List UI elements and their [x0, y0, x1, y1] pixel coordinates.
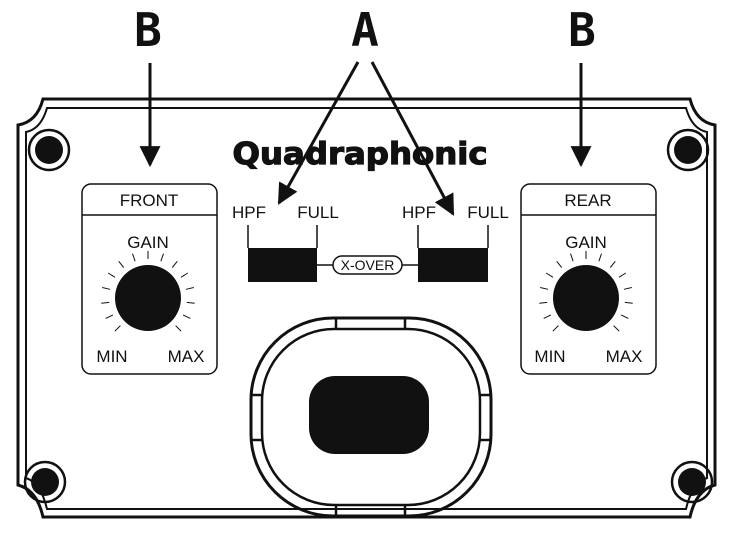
callout-a: A — [351, 3, 379, 57]
gain-scale-tick — [543, 314, 552, 319]
rear-title: REAR — [564, 191, 611, 210]
screw-bottom-left — [23, 460, 67, 504]
gain-scale-tick — [613, 325, 620, 332]
gain-scale-tick — [556, 260, 563, 268]
speaker-port — [249, 316, 493, 518]
gain-scale-tick — [618, 272, 627, 278]
screw-top-right — [666, 128, 710, 172]
gain-scale-tick — [186, 301, 195, 304]
arrow-a-left — [277, 61, 360, 205]
screw-bottom-right — [670, 460, 714, 504]
brand-logo: Quadraphonic — [233, 137, 488, 172]
gain-scale-tick — [182, 314, 191, 319]
front-gain-label: GAIN — [127, 233, 169, 252]
port-opening — [309, 376, 429, 454]
callout-b-right: B — [568, 3, 596, 57]
xover-label: X-OVER — [341, 257, 395, 273]
front-section-frame — [81, 183, 218, 375]
arrow-a-right — [370, 61, 455, 216]
front-hpf-label: HPF — [232, 203, 266, 222]
rear-hpf-label: HPF — [402, 203, 436, 222]
xover-label-badge — [332, 255, 403, 275]
rear-section-frame — [520, 183, 657, 375]
gain-scale-tick — [118, 260, 125, 268]
front-title: FRONT — [120, 191, 179, 210]
port-outer-ring — [249, 316, 493, 518]
rear-full-label: FULL — [467, 203, 509, 222]
gain-scale-tick — [623, 287, 632, 290]
gain-scale-tick — [175, 325, 182, 332]
gain-scale-tick — [540, 287, 549, 290]
panel-inner-outline — [25, 107, 708, 510]
gain-scale-tick — [107, 272, 116, 278]
gain-scale-tick — [105, 314, 114, 319]
gain-scale-tick — [570, 253, 574, 262]
front-max-label: MAX — [168, 347, 205, 366]
gain-scale-tick — [160, 253, 164, 262]
callout-b-left: B — [134, 3, 162, 57]
rear-crossover-switch[interactable] — [418, 248, 488, 282]
front-min-label: MIN — [96, 347, 127, 366]
front-gain-knob[interactable] — [115, 265, 181, 331]
panel-outline — [16, 97, 717, 519]
front-gain-scale-ticks — [101, 251, 195, 332]
rear-min-label: MIN — [534, 347, 565, 366]
crossover-section: HPF FULL HPF FULL X-OVER — [232, 203, 509, 282]
front-gain-section: FRONT GAIN MIN MAX — [81, 183, 218, 375]
front-crossover-switch[interactable] — [248, 248, 317, 282]
front-full-label: FULL — [297, 203, 339, 222]
rear-gain-section: REAR GAIN MIN MAX — [520, 183, 657, 375]
gain-scale-tick — [185, 287, 194, 290]
gain-scale-tick — [171, 260, 178, 268]
rear-max-label: MAX — [606, 347, 643, 366]
gain-scale-tick — [598, 253, 602, 262]
gain-scale-tick — [539, 301, 548, 304]
rear-gain-knob[interactable] — [553, 265, 619, 331]
gain-scale-tick — [620, 314, 629, 319]
gain-scale-tick — [132, 253, 136, 262]
gain-scale-tick — [552, 325, 559, 332]
gain-scale-tick — [180, 272, 189, 278]
gain-scale-tick — [102, 287, 111, 290]
rear-gain-label: GAIN — [565, 233, 607, 252]
gain-scale-tick — [545, 272, 554, 278]
gain-scale-tick — [101, 301, 110, 304]
gain-scale-tick — [624, 301, 633, 304]
screw-top-left — [27, 128, 71, 172]
port-inner-ring — [260, 327, 482, 507]
gain-scale-tick — [609, 260, 616, 268]
gain-scale-tick — [114, 325, 121, 332]
rear-gain-scale-ticks — [539, 251, 633, 332]
